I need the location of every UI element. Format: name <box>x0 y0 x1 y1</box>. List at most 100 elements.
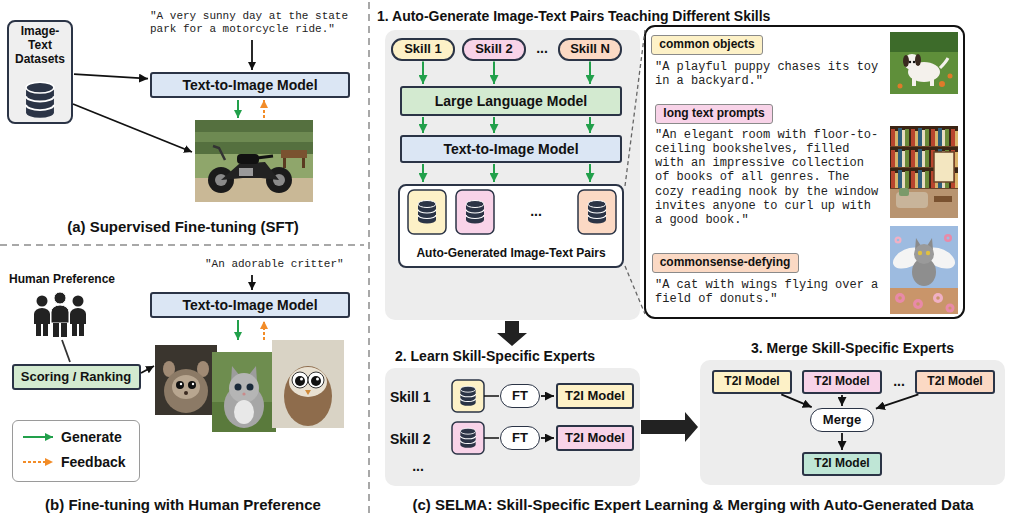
winged-cat-photo-part <box>895 237 902 244</box>
people-icon-part <box>34 308 50 324</box>
critter-photo-part <box>176 381 184 389</box>
legend-row: Feedback <box>21 454 126 470</box>
stage-panel: 3. Merge Skill-Specific ExpertsT2I Model… <box>700 360 1005 485</box>
connector-arrow <box>541 437 554 439</box>
label-holder: (c) SELMA: Skill-Specific Expert Learnin… <box>376 496 1010 514</box>
critter-photo-part <box>155 345 217 415</box>
legend-row: Generate <box>21 429 122 445</box>
panel-caption: (c) SELMA: Skill-Specific Expert Learnin… <box>412 496 973 514</box>
people-icon-part <box>72 324 77 336</box>
people-icon-part <box>70 308 86 324</box>
dataset-icon-part <box>460 386 475 406</box>
critter-photo-part <box>305 390 311 395</box>
critter-photo-part <box>234 400 254 424</box>
motorcycle-photo-part <box>239 168 253 176</box>
critter-photo-part <box>192 383 194 385</box>
winged-cat-photo-part <box>914 244 934 264</box>
puppy-photo-part <box>940 58 948 68</box>
prompt-text: "A cat with wings flying over a field of… <box>655 278 883 306</box>
people-icon-part <box>54 292 66 304</box>
winged-cat-photo-part <box>946 304 955 313</box>
winged-cat-photo-part <box>948 306 951 309</box>
skill-pill: Skill 1 <box>391 38 455 61</box>
dataset-icon-part <box>578 190 616 234</box>
box-label: T2I Model <box>927 375 982 389</box>
legend-swatch <box>21 455 55 469</box>
critter-photo-part <box>295 376 305 386</box>
dataset-icon-part <box>418 201 436 224</box>
box-label: T2I Model <box>565 431 625 446</box>
label-holder: "An adorable critter" <box>205 258 363 271</box>
people-icon-part <box>61 323 67 337</box>
stage-heading: 2. Learn Skill-Specific Experts <box>395 348 595 364</box>
puppy-photo-part <box>948 74 953 79</box>
label-holder: Human Preference <box>8 272 116 286</box>
legend-line <box>23 461 53 463</box>
winged-cat-photo-part <box>898 296 902 300</box>
box-label: T2I Model <box>814 457 869 471</box>
critter-photo-part <box>289 367 327 397</box>
library-photo-part <box>934 196 952 202</box>
skill-tag: long text prompts <box>655 104 773 124</box>
dataset-icon <box>452 380 499 454</box>
winged-cat-photo-part <box>926 251 930 255</box>
prompt-text: "An elegant room with floor-to-ceiling b… <box>655 128 883 227</box>
box-label: T2I Model <box>814 375 869 389</box>
box-label: Skill 2 <box>475 42 513 57</box>
dataset-icon-part <box>452 422 484 454</box>
ellipsis: ... <box>396 458 440 475</box>
flow-arrow-part <box>251 275 253 290</box>
label-holder: "A very sunny day at the state park for … <box>150 10 358 36</box>
box-label: commonsense-defying <box>660 256 791 270</box>
motorcycle-photo-part <box>281 150 307 158</box>
winged-cat-photo-part <box>890 226 958 314</box>
library-photo <box>890 126 958 218</box>
finetune-box: FT <box>500 426 540 450</box>
motorcycle-photo-part <box>195 132 313 142</box>
panel-caption: (b) Fine-tuning with Human Preference <box>45 496 321 514</box>
motorcycle-photo-part <box>257 156 273 158</box>
puppy-photo-part <box>890 32 958 94</box>
puppy-photo <box>890 32 958 94</box>
label-holder: (a) Supervised Fine-tuning (SFT) <box>0 218 366 236</box>
connector-arrow <box>781 394 811 407</box>
ellipsis: ... <box>884 373 914 390</box>
skill-label: Skill 2 <box>390 431 430 448</box>
winged-cat-photo-part <box>944 234 952 242</box>
dataset-icon-part <box>26 82 54 118</box>
block-arrow <box>641 412 698 442</box>
critter-photo-part <box>311 376 321 386</box>
stage-heading: 1. Auto-Generate Image-Text Pairs Teachi… <box>377 8 770 24</box>
connector-arrow <box>541 395 554 397</box>
flow-arrow-part <box>263 321 265 340</box>
flow-arrow-part <box>263 100 265 118</box>
model-box: Text-to-Image Model <box>150 292 350 318</box>
merged-model-box: T2I Model <box>802 452 882 476</box>
critter-photo-part <box>184 391 188 395</box>
finetune-box: FT <box>500 384 540 408</box>
flow-arrow-part <box>141 366 154 373</box>
connector-arrow <box>74 74 148 79</box>
connector-arrow <box>493 62 495 85</box>
winged-cat-photo-part <box>936 296 940 300</box>
puppy-photo-part <box>913 61 915 63</box>
expert-model-box: T2I Model <box>915 370 995 394</box>
dataset-icon <box>408 190 616 234</box>
expert-model-box: T2I Model <box>712 370 792 394</box>
label-holder: "A cat with wings flying over a field of… <box>655 278 883 306</box>
flow-arrow-part <box>237 320 239 340</box>
box-label: Text-to-Image Model <box>182 297 317 313</box>
motorcycle-photo-part <box>195 120 313 202</box>
library-photo-part <box>890 126 958 189</box>
critter-photo <box>155 345 217 415</box>
puppy-photo-part <box>903 55 909 67</box>
library-photo-part <box>890 189 958 218</box>
connector-arrow <box>493 117 495 133</box>
box-label: Scoring / Ranking <box>21 370 132 385</box>
puppy-photo-part <box>890 32 958 52</box>
box-label: Auto-Generated Image-Text Pairs <box>416 247 605 261</box>
examples-panel <box>625 26 964 318</box>
box-label: Text-to-Image Model <box>443 141 578 157</box>
flow-arrow-part <box>73 104 192 152</box>
people-icon-part <box>53 323 59 337</box>
